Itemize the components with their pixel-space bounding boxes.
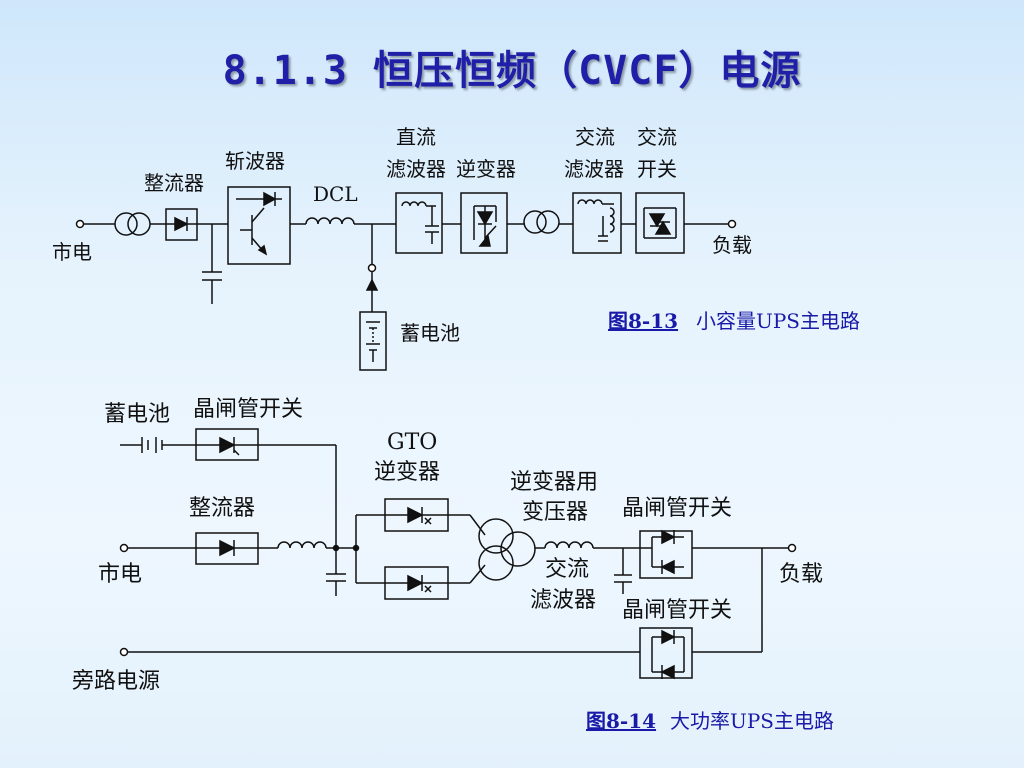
fig2-battery <box>120 437 196 453</box>
fig2-rectifier <box>195 532 259 565</box>
fig2-caption-text: 大功率UPS主电路 <box>670 709 834 733</box>
fig1-label-dcl: DCL <box>313 182 358 206</box>
fig1-chopper <box>227 186 291 265</box>
fig2-label-bypass: 旁路电源 <box>72 669 160 694</box>
fig1-label-chopper: 斩波器 <box>225 149 285 173</box>
fig2-gto-lower <box>384 566 449 600</box>
fig1-output-transformer <box>523 210 560 234</box>
fig1-label-battery: 蓄电池 <box>400 321 460 345</box>
fig2-label-gto-2: 逆变器 <box>374 460 440 485</box>
fig1-rectifier <box>165 208 198 241</box>
fig1-dcl-inductor <box>305 217 355 225</box>
fig1-label-rectifier: 整流器 <box>144 171 204 195</box>
fig1-caption-text: 小容量UPS主电路 <box>696 309 860 333</box>
fig2-label-mains: 市电 <box>98 562 142 587</box>
fig2-label-thyristor-switch-mid: 晶闸管开关 <box>622 496 732 521</box>
fig1-label-mains: 市电 <box>52 240 92 264</box>
fig1-input-transformer <box>114 212 151 236</box>
fig1-label-ac-filter-2: 滤波器 <box>564 157 624 181</box>
fig2-label-ac-filter-1: 交流 <box>545 557 589 582</box>
fig1-battery <box>359 311 387 371</box>
fig2-bypass-thyristor-switch <box>639 627 693 680</box>
fig2-gto-upper <box>384 498 449 532</box>
fig2-dc-inductor <box>277 541 327 549</box>
fig1-dc-filter <box>395 192 443 254</box>
fig2-label-transformer-1: 逆变器用 <box>510 470 598 495</box>
fig2-label-ac-filter-2: 滤波器 <box>530 588 596 613</box>
fig1-caption-id[interactable]: 图8-13 <box>608 309 678 333</box>
fig1-ac-filter <box>572 192 622 254</box>
slide-title: 8.1.3 恒压恒频（CVCF）电源 <box>222 48 802 94</box>
fig1-label-ac-switch-1: 交流 <box>637 125 677 149</box>
fig1-label-inverter: 逆变器 <box>456 157 516 181</box>
fig1-inverter <box>460 192 508 254</box>
fig1-ac-switch <box>635 192 685 254</box>
fig2-caption-id[interactable]: 图8-14 <box>586 709 656 733</box>
fig1-label-ac-filter-1: 交流 <box>575 125 615 149</box>
fig1-filter-capacitor <box>202 224 222 304</box>
fig2-ac-capacitor <box>614 548 632 594</box>
fig1-label-load: 负载 <box>712 233 752 257</box>
fig2-label-thyristor-switch-bottom: 晶闸管开关 <box>622 598 732 623</box>
fig2-inverter-transformer <box>478 518 536 581</box>
fig2-bypass-terminal <box>119 647 129 657</box>
fig2-label-transformer-2: 变压器 <box>522 500 588 525</box>
fig2-ac-inductor <box>544 541 594 549</box>
fig1-circuit <box>75 186 737 371</box>
fig2-label-thyristor-switch-top: 晶闸管开关 <box>193 397 303 422</box>
fig2-label-gto-1: GTO <box>387 430 437 455</box>
fig2-label-load: 负载 <box>779 562 823 587</box>
fig2-output-thyristor-switch <box>639 529 693 579</box>
fig1-label-dc-filter-1: 直流 <box>396 125 436 149</box>
fig2-circuit <box>119 428 797 680</box>
fig2-label-rectifier: 整流器 <box>189 496 255 521</box>
fig2-dc-capacitor <box>326 548 346 596</box>
fig2-battery-thyristor-switch <box>195 428 259 461</box>
fig2-mains-terminal <box>119 543 129 553</box>
fig1-load-terminal <box>727 219 737 229</box>
fig2-load-terminal <box>787 543 797 553</box>
fig1-label-ac-switch-2: 开关 <box>637 157 677 181</box>
fig1-mains-terminal <box>75 219 85 229</box>
fig1-label-dc-filter-2: 滤波器 <box>386 157 446 181</box>
fig2-label-battery: 蓄电池 <box>104 402 170 427</box>
